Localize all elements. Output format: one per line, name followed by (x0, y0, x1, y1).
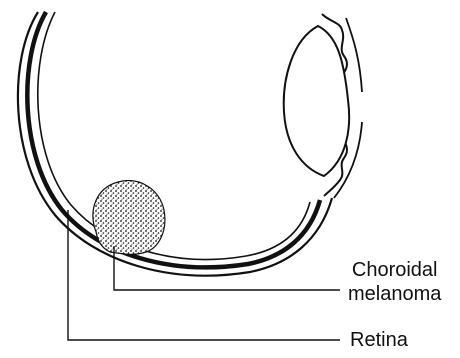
sclera-outer-line (18, 12, 332, 276)
lens (284, 26, 349, 176)
retina-label: Retina (350, 328, 408, 352)
choroidal-melanoma-tumor (93, 181, 165, 255)
choroid-layer (27, 12, 320, 267)
choroidal-melanoma-label: Choroidal melanoma (348, 258, 441, 306)
retina-layer (38, 12, 310, 259)
choroidal-melanoma-label-line1: Choroidal (348, 258, 441, 282)
iris-upper (346, 18, 362, 92)
choroidal-melanoma-label-line2: melanoma (348, 282, 441, 306)
